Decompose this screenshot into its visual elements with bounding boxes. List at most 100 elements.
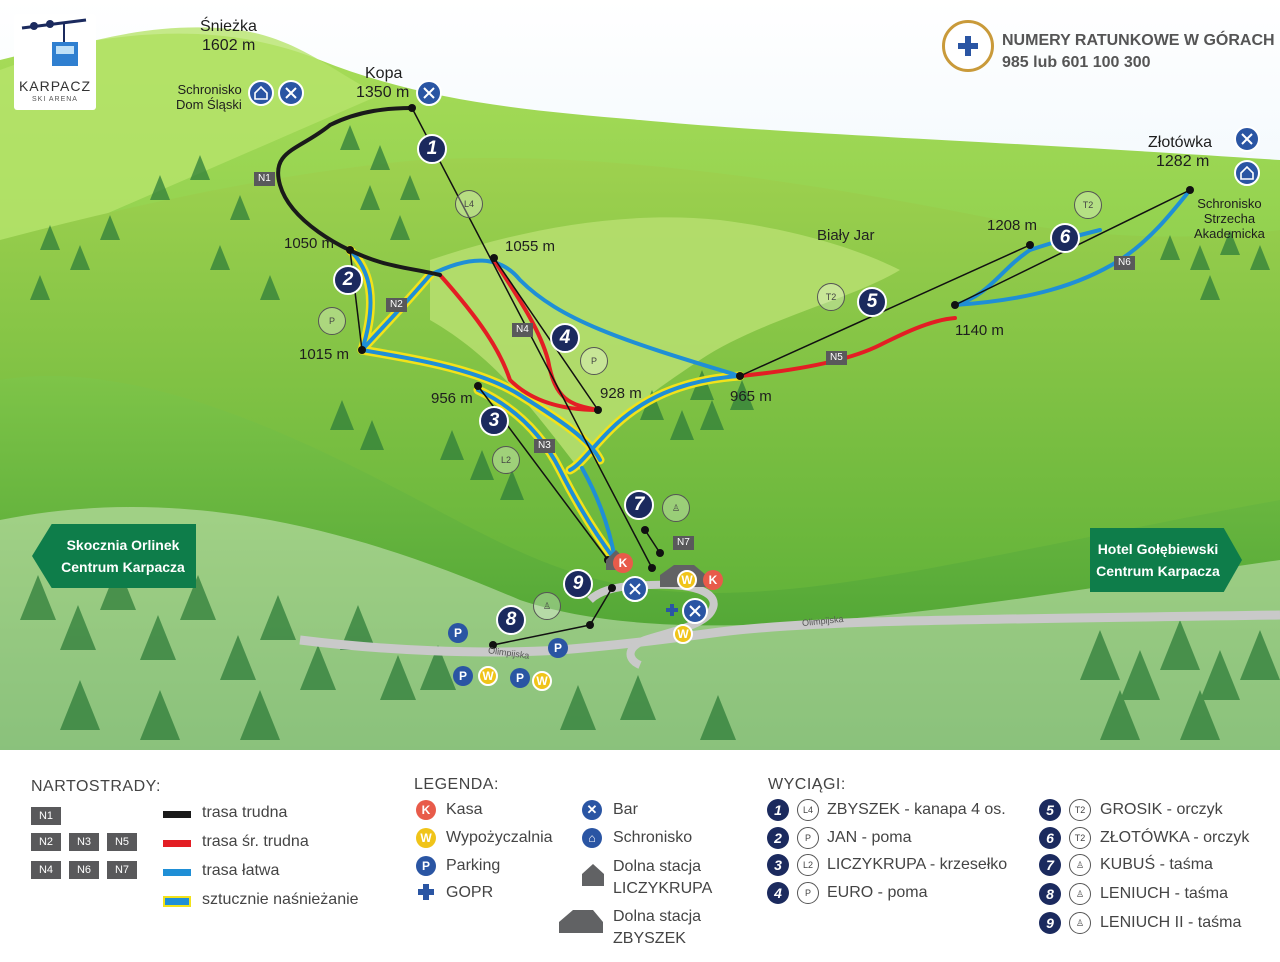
trail-tag-n1: N1 bbox=[254, 172, 275, 186]
rescue-numbers: 985 lub 601 100 300 bbox=[1002, 54, 1151, 71]
trail-tag-n4: N4 bbox=[512, 323, 533, 337]
chairlift-4-icon: L4 bbox=[455, 190, 483, 218]
legend-panel: NARTOSTRADY: N1 N2 N3 N5 N4 N6 N7 trasa … bbox=[0, 750, 1280, 962]
rescue-title: NUMERY RATUNKOWE W GÓRACH bbox=[1002, 32, 1275, 49]
lift-name-7: KUBUŚ - taśma bbox=[1100, 856, 1213, 873]
parking-badge: P bbox=[548, 638, 568, 658]
peak-zlotowka-name: Złotówka bbox=[1148, 134, 1213, 151]
elev-956: 956 m bbox=[431, 390, 473, 407]
lift-name-5: GROSIK - orczyk bbox=[1100, 801, 1223, 818]
map-canvas bbox=[0, 0, 1280, 750]
lift-num-7: 7 bbox=[1039, 854, 1061, 876]
hut-icon bbox=[1234, 160, 1260, 186]
rental-badge: W bbox=[677, 570, 697, 590]
lift-marker-5[interactable]: 5 bbox=[857, 287, 887, 317]
trail-tag-n6: N6 bbox=[69, 861, 99, 879]
tbar-icon: T2 bbox=[1069, 827, 1091, 849]
peak-zlotowka-elev: 1282 m bbox=[1156, 153, 1210, 170]
trail-tag-n6: N6 bbox=[1114, 256, 1135, 270]
lift-num-3: 3 bbox=[767, 854, 789, 876]
lift-num-6: 6 bbox=[1039, 827, 1061, 849]
sign-right[interactable]: Hotel Gołębiewski Centrum Karpacza bbox=[1090, 528, 1242, 592]
legend-gopr: GOPR bbox=[446, 884, 494, 901]
ticket-office-icon: K bbox=[416, 800, 436, 820]
lift-marker-7[interactable]: 7 bbox=[624, 490, 654, 520]
trail-tag-n5: N5 bbox=[826, 351, 847, 365]
sign-left[interactable]: Skocznia Orlinek Centrum Karpacza bbox=[32, 524, 196, 588]
lift-marker-2[interactable]: 2 bbox=[333, 265, 363, 295]
elev-1050: 1050 m bbox=[284, 235, 335, 252]
poma-icon: P bbox=[318, 307, 346, 335]
lift-marker-6[interactable]: 6 bbox=[1050, 223, 1080, 253]
lifts-title: WYCIĄGI: bbox=[768, 776, 846, 793]
gopr-cross-icon bbox=[666, 604, 678, 616]
legend-rental: Wypożyczalnia bbox=[446, 829, 553, 846]
sign-right-text: Hotel Gołębiewski Centrum Karpacza bbox=[1096, 541, 1220, 579]
swatch-difficult bbox=[163, 811, 191, 818]
bar-icon bbox=[416, 80, 442, 106]
chairlift-2-icon: L2 bbox=[492, 446, 520, 474]
lift-marker-4[interactable]: 4 bbox=[550, 323, 580, 353]
ticket-office-badge: K bbox=[703, 570, 723, 590]
walk-belt-icon: ♙ bbox=[533, 592, 561, 620]
rental-badge: W bbox=[673, 624, 693, 644]
poma-icon: P bbox=[797, 827, 819, 849]
legend-easy: trasa łatwa bbox=[202, 862, 280, 879]
lift-num-4: 4 bbox=[767, 882, 789, 904]
lift-marker-9[interactable]: 9 bbox=[563, 569, 593, 599]
bar-icon bbox=[682, 598, 708, 624]
lift-marker-1[interactable]: 1 bbox=[417, 134, 447, 164]
peak-sniezka-name: Śnieżka bbox=[200, 18, 257, 35]
trail-tag-n3: N3 bbox=[69, 833, 99, 851]
hut-icon: ⌂ bbox=[582, 828, 602, 848]
poma-icon: P bbox=[797, 882, 819, 904]
lift-marker-3[interactable]: 3 bbox=[479, 406, 509, 436]
legend-parking: Parking bbox=[446, 857, 501, 874]
lift-name-2: JAN - poma bbox=[827, 829, 912, 846]
station-icon bbox=[582, 864, 604, 886]
legend-snowmaking: sztucznie naśnieżanie bbox=[202, 891, 359, 908]
lift-name-1: ZBYSZEK - kanapa 4 os. bbox=[827, 801, 1006, 818]
difficult-trails bbox=[276, 106, 442, 277]
legend-hut: Schronisko bbox=[613, 829, 693, 846]
poma-icon: P bbox=[580, 347, 608, 375]
walk-belt-icon: ♙ bbox=[1069, 854, 1091, 876]
tbar-icon: T2 bbox=[817, 283, 845, 311]
bar-icon bbox=[278, 80, 304, 106]
lift-name-4: EURO - poma bbox=[827, 884, 928, 901]
hut-icon bbox=[248, 80, 274, 106]
lift-marker-8[interactable]: 8 bbox=[496, 605, 526, 635]
peak-sniezka-elev: 1602 m bbox=[202, 37, 256, 54]
easy-trails bbox=[348, 188, 1192, 562]
swatch-intermediate bbox=[163, 840, 191, 847]
lift-num-1: 1 bbox=[767, 799, 789, 821]
sign-left-text: Skocznia Orlinek Centrum Karpacza bbox=[61, 537, 185, 575]
rental-icon: W bbox=[416, 828, 436, 848]
legend-kasa: Kasa bbox=[446, 801, 483, 818]
trail-tag-n7: N7 bbox=[107, 861, 137, 879]
parking-badge: P bbox=[510, 668, 530, 688]
trail-tag-n2: N2 bbox=[386, 298, 407, 312]
lift-num-2: 2 bbox=[767, 827, 789, 849]
parking-icon: P bbox=[416, 856, 436, 876]
intermediate-trails bbox=[438, 258, 957, 412]
walk-belt-icon: ♙ bbox=[662, 494, 690, 522]
logo-sub: SKI ARENA bbox=[32, 96, 78, 103]
place-bialy-jar: Biały Jar bbox=[817, 227, 875, 244]
legend-trails-title: NARTOSTRADY: bbox=[31, 778, 161, 795]
lift-name-8: LENIUCH - taśma bbox=[1100, 885, 1229, 902]
swatch-easy bbox=[163, 869, 191, 876]
logo: KARPACZ SKI ARENA bbox=[14, 14, 96, 110]
legend-bar: Bar bbox=[613, 801, 638, 818]
elev-1055: 1055 m bbox=[505, 238, 556, 255]
rental-badge: W bbox=[532, 671, 552, 691]
tbar-icon: T2 bbox=[1074, 191, 1102, 219]
trail-tag-n3: N3 bbox=[534, 439, 555, 453]
lift-num-8: 8 bbox=[1039, 883, 1061, 905]
cross-icon bbox=[418, 884, 434, 900]
tbar-icon: T2 bbox=[1069, 799, 1091, 821]
gondola-logo-icon bbox=[21, 18, 87, 66]
bar-icon bbox=[1234, 126, 1260, 152]
elev-1015: 1015 m bbox=[299, 346, 350, 363]
elev-928: 928 m bbox=[600, 385, 642, 402]
